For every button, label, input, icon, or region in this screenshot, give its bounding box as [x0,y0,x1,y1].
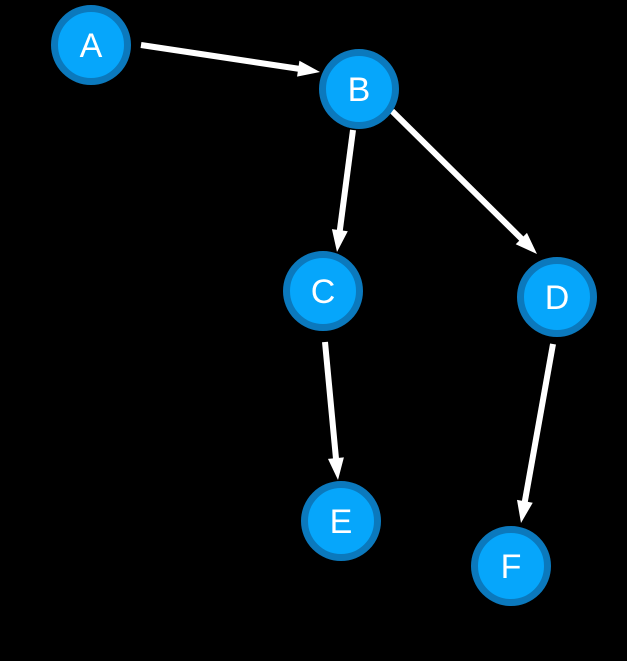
node-d[interactable]: D [517,257,597,337]
edge-d-f[interactable] [516,343,556,523]
node-label: A [80,27,103,65]
edge-c-e[interactable] [322,341,344,480]
node-label: C [311,273,336,311]
edge-b-d[interactable] [389,108,537,254]
node-b[interactable]: B [319,49,399,129]
node-label: F [501,548,522,586]
edges-layer [140,42,556,523]
node-circle [517,257,597,337]
arrowhead-icon [516,499,533,523]
edge-line [389,108,525,243]
arrowhead-icon [331,229,348,252]
node-label: D [545,279,570,317]
edge-b-c[interactable] [331,129,356,252]
node-circle [301,481,381,561]
node-a[interactable]: A [51,5,131,85]
nodes-layer: A B C D E F [51,5,597,606]
node-circle [471,526,551,606]
edge-line [521,343,556,504]
edge-line [140,42,301,72]
node-e[interactable]: E [301,481,381,561]
node-f[interactable]: F [471,526,551,606]
arrowhead-icon [515,232,537,254]
node-circle [51,5,131,85]
edge-line [336,129,356,233]
edge-line [322,341,340,461]
node-circle [319,49,399,129]
node-c[interactable]: C [283,251,363,331]
node-label: B [348,71,371,109]
arrowhead-icon [327,457,344,480]
node-circle [283,251,363,331]
edge-a-b[interactable] [140,42,320,77]
arrowhead-icon [297,60,320,77]
node-label: E [330,503,353,541]
